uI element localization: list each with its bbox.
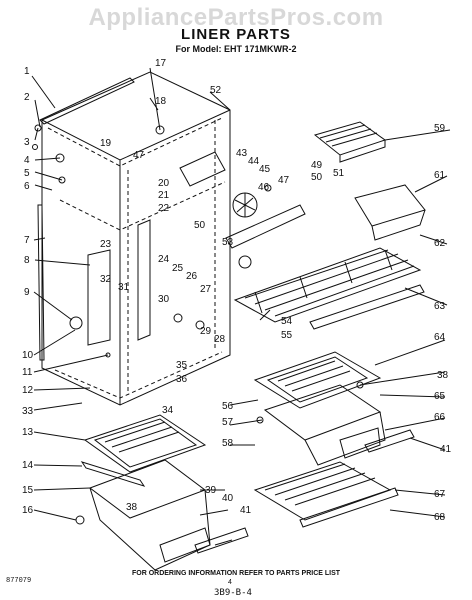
callout-58: 58 xyxy=(222,438,234,449)
callout-59: 59 xyxy=(434,123,446,134)
callout-labels: 1 2 3 4 5 6 7 8 9 10 11 12 13 14 15 16 1… xyxy=(22,58,452,523)
callout-55: 55 xyxy=(281,330,293,341)
meat-pan-cover xyxy=(83,414,207,473)
callout-61: 61 xyxy=(434,170,446,181)
callout-27: 27 xyxy=(200,284,212,295)
callout-54: 54 xyxy=(281,316,293,327)
callout-62: 62 xyxy=(434,238,446,249)
side-panel xyxy=(87,249,111,346)
ice-tray xyxy=(313,121,387,163)
callout-33: 33 xyxy=(22,406,34,417)
callout-21: 21 xyxy=(158,190,170,201)
callout-38: 38 xyxy=(437,370,449,381)
callout-67: 67 xyxy=(434,489,446,500)
callout-36: 36 xyxy=(176,374,188,385)
callout-57: 57 xyxy=(222,417,234,428)
wire-shelf-upper xyxy=(233,247,422,323)
page-code: 3B9-B-4 xyxy=(214,588,252,598)
callout-16: 16 xyxy=(22,505,34,516)
callout-13: 13 xyxy=(22,427,34,438)
callout-15: 15 xyxy=(22,485,34,496)
callout-65: 65 xyxy=(434,391,446,402)
callout-23: 23 xyxy=(100,239,112,250)
callout-14: 14 xyxy=(22,460,34,471)
callout-49: 49 xyxy=(311,160,323,171)
callout-18: 18 xyxy=(155,96,167,107)
callout-53: 53 xyxy=(222,237,234,248)
callout-64: 64 xyxy=(434,332,446,343)
crisper-drawer xyxy=(263,384,386,466)
shelf-front-trim xyxy=(299,487,399,528)
callout-52: 52 xyxy=(210,85,222,96)
liner-cabinet xyxy=(41,71,231,406)
callout-41-lower: 41 xyxy=(240,505,252,516)
callout-34: 34 xyxy=(162,405,174,416)
shelf-trim xyxy=(309,284,425,330)
callout-40: 40 xyxy=(222,493,234,504)
callout-17: 17 xyxy=(155,58,167,69)
callout-10: 10 xyxy=(22,350,34,361)
callout-30: 30 xyxy=(158,294,170,305)
callout-45: 45 xyxy=(259,164,271,175)
callout-11: 11 xyxy=(22,367,33,378)
callout-43: 43 xyxy=(236,148,248,159)
page-number: 4 xyxy=(228,579,232,586)
callout-50-left: 50 xyxy=(194,220,206,231)
callout-22: 22 xyxy=(158,203,170,214)
wire-shelf-lower xyxy=(253,461,392,521)
diagram-title: LINER PARTS xyxy=(181,26,291,43)
fan-shroud xyxy=(225,204,306,249)
document-number: 877079 xyxy=(6,577,32,585)
callout-28: 28 xyxy=(214,334,226,345)
evaporator-cover xyxy=(179,151,226,187)
callout-25: 25 xyxy=(172,263,184,274)
callout-39: 39 xyxy=(205,485,217,496)
callout-4: 4 xyxy=(24,155,30,166)
top-trim-strip xyxy=(39,77,135,125)
drawer-slide xyxy=(194,527,249,554)
meat-pan-drawer xyxy=(88,459,211,571)
callout-31: 31 xyxy=(118,282,130,293)
callout-35: 35 xyxy=(176,360,188,371)
callout-2: 2 xyxy=(24,92,30,103)
callout-1: 1 xyxy=(24,66,30,77)
callout-68: 68 xyxy=(434,512,446,523)
callout-51: 51 xyxy=(333,168,345,179)
callout-66: 66 xyxy=(434,412,446,423)
callout-44: 44 xyxy=(248,156,260,167)
callout-26: 26 xyxy=(186,271,198,282)
callout-32: 32 xyxy=(100,274,112,285)
callout-47-left: 47 xyxy=(133,150,145,161)
model-line: For Model: EHT 171MKWR-2 xyxy=(175,44,297,54)
callout-7: 7 xyxy=(24,235,30,246)
callout-46: 46 xyxy=(258,182,270,193)
watermark: AppliancePartsPros.com xyxy=(88,4,384,31)
callout-47: 47 xyxy=(278,175,290,186)
callout-8: 8 xyxy=(24,255,30,266)
callout-63: 63 xyxy=(434,301,446,312)
door-bin xyxy=(354,184,426,241)
callout-29: 29 xyxy=(200,326,212,337)
callout-50: 50 xyxy=(311,172,323,183)
callout-6: 6 xyxy=(24,181,30,192)
callout-3: 3 xyxy=(24,137,30,148)
callout-5: 5 xyxy=(24,168,30,179)
divider-panel xyxy=(137,219,151,341)
callout-38-lower: 38 xyxy=(126,502,138,513)
callout-24: 24 xyxy=(158,254,170,265)
ordering-note: FOR ORDERING INFORMATION REFER TO PARTS … xyxy=(131,570,341,577)
crisper-cover xyxy=(253,351,382,409)
callout-56: 56 xyxy=(222,401,234,412)
callout-12: 12 xyxy=(22,385,34,396)
callout-9: 9 xyxy=(24,287,30,298)
callout-19: 19 xyxy=(100,138,112,149)
callout-41: 41 xyxy=(440,444,452,455)
callout-20: 20 xyxy=(158,178,170,189)
